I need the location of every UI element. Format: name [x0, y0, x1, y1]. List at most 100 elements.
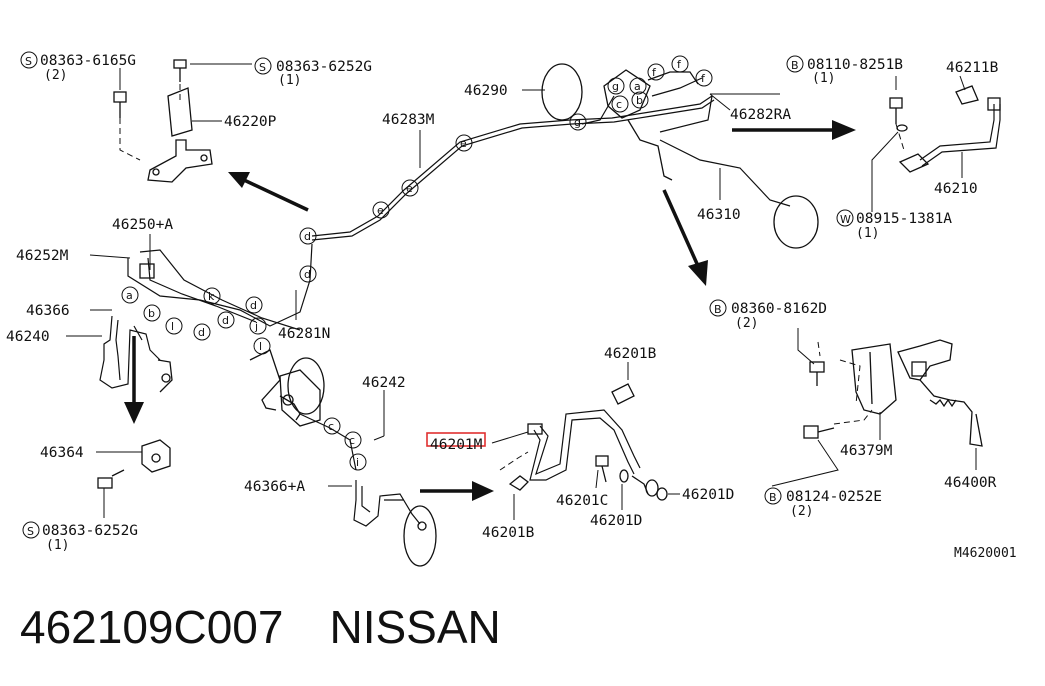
- footer-brand: NISSAN: [329, 601, 501, 653]
- label-08363-6252G-bottom: 08363-6252G: [42, 523, 138, 539]
- svg-text:c: c: [349, 434, 355, 447]
- qty-08363-6252G-bottom: (1): [46, 538, 69, 553]
- main-brake-tube: 46283M 46290 46282RA 46310: [311, 63, 819, 249]
- label-46250+A: 46250+A: [112, 217, 173, 233]
- label-08363-6165G: 08363-6165G: [40, 53, 136, 69]
- svg-text:b: b: [148, 307, 155, 320]
- brake-hose-group: 46201B 46201D 46201C 46201D 46201B 46201…: [426, 346, 734, 541]
- svg-text:i: i: [356, 456, 359, 469]
- arrow-right-bottom: [420, 481, 494, 501]
- clip-marker-g: g: [569, 113, 587, 131]
- clip-marker-c: c: [611, 95, 629, 113]
- bracket-group-top-left: S 08363-6165G (2) S 08363-6252G (1) 4622…: [20, 51, 372, 183]
- clip-marker-l: l: [165, 317, 183, 335]
- svg-text:a: a: [126, 289, 133, 302]
- label-46210: 46210: [934, 181, 978, 197]
- highlight-box: [426, 432, 486, 447]
- brake-booster-assembly: 46242: [249, 349, 406, 471]
- clip-marker-c: c: [323, 417, 341, 435]
- svg-text:S: S: [27, 525, 34, 538]
- svg-text:d: d: [250, 299, 257, 312]
- label-46201D-a: 46201D: [682, 487, 734, 503]
- label-46201B-top: 46201B: [604, 346, 657, 362]
- arrow-down-bracket: [662, 189, 708, 286]
- clip-marker-d: d: [245, 296, 263, 314]
- clip-marker-a: a: [121, 286, 139, 304]
- clip-marker-l: l: [253, 337, 271, 355]
- rear-lower-hose: 46366+A: [244, 479, 437, 567]
- label-46201C: 46201C: [556, 493, 608, 509]
- svg-text:c: c: [328, 420, 334, 433]
- clip-markers: f f f g a c b g e e e d d d k a b l d d …: [121, 55, 713, 471]
- svg-text:d: d: [198, 326, 205, 339]
- bracket-sensor-group: B 08360-8162D (2) 46379M 46400R B 08124-…: [709, 299, 997, 519]
- label-46400R: 46400R: [944, 475, 997, 491]
- label-46364: 46364: [40, 445, 84, 461]
- svg-text:d: d: [304, 230, 311, 243]
- label-08360-8162D: 08360-8162D: [731, 301, 827, 317]
- label-46366+A: 46366+A: [244, 479, 305, 495]
- clip-marker-d: d: [299, 227, 317, 245]
- qty-08360-8162D: (2): [735, 316, 758, 331]
- svg-text:B: B: [769, 491, 777, 504]
- label-46211B: 46211B: [946, 60, 999, 76]
- label-08124-0252E: 08124-0252E: [786, 489, 882, 505]
- clip-marker-f: f: [671, 55, 689, 73]
- rear-tube-bundle: 46250+A 46252M 46281N 46366 46240: [6, 217, 330, 393]
- label-46201M: 46201M: [430, 437, 483, 453]
- clip-marker-d: d: [299, 265, 317, 283]
- label-08363-6252G-top: 08363-6252G: [276, 59, 372, 75]
- arrow-down-rear: [124, 336, 144, 424]
- svg-text:k: k: [208, 290, 215, 303]
- label-46310: 46310: [697, 207, 741, 223]
- label-46240: 46240: [6, 329, 50, 345]
- clip-marker-k: k: [203, 287, 221, 305]
- clip-marker-a: a: [629, 77, 647, 95]
- clip-marker-b: b: [143, 304, 161, 322]
- svg-text:a: a: [634, 80, 641, 93]
- label-46201B-bottom: 46201B: [482, 525, 535, 541]
- svg-text:e: e: [460, 137, 467, 150]
- svg-text:B: B: [714, 303, 722, 316]
- clip-marker-j: j: [249, 317, 267, 335]
- svg-text:d: d: [222, 314, 229, 327]
- diagram-reference-code: M4620001: [954, 546, 1017, 561]
- clip-marker-i: i: [349, 453, 367, 471]
- clip-marker-b: b: [631, 91, 649, 109]
- junction-block-bottom-left: 46364 S 08363-6252G (1): [22, 439, 171, 553]
- qty-08363-6252G-top: (1): [278, 73, 301, 88]
- svg-text:c: c: [616, 98, 622, 111]
- label-46281N: 46281N: [278, 326, 330, 342]
- svg-text:e: e: [406, 182, 413, 195]
- svg-text:l: l: [259, 340, 262, 353]
- svg-text:S: S: [25, 55, 32, 68]
- svg-text:g: g: [574, 116, 581, 129]
- clip-marker-d: d: [217, 311, 235, 329]
- arrow-to-bracket: [228, 172, 309, 212]
- arrow-to-right-hose: [732, 120, 856, 140]
- qty-08363-6165G: (2): [44, 68, 67, 83]
- clip-marker-f: f: [647, 63, 665, 81]
- clip-marker-f: f: [695, 69, 713, 87]
- label-46379M: 46379M: [840, 443, 893, 459]
- front-hose-group: B 08110-8251B (1) 46211B 46210 W 08915-1…: [786, 55, 1001, 241]
- label-46366: 46366: [26, 303, 70, 319]
- svg-text:b: b: [636, 94, 643, 107]
- qty-08124-0252E: (2): [790, 504, 813, 519]
- svg-text:g: g: [612, 80, 619, 93]
- clip-marker-c: c: [344, 431, 362, 449]
- label-08110-8251B: 08110-8251B: [807, 57, 903, 73]
- label-46282RA: 46282RA: [730, 107, 791, 123]
- svg-text:f: f: [701, 72, 706, 85]
- svg-text:f: f: [677, 58, 682, 71]
- label-46201D-b: 46201D: [590, 513, 642, 529]
- clip-marker-d: d: [193, 323, 211, 341]
- label-08915-1381A: 08915-1381A: [856, 211, 952, 227]
- qty-08110-8251B: (1): [812, 71, 835, 86]
- svg-text:e: e: [377, 204, 384, 217]
- label-46220P: 46220P: [224, 114, 277, 130]
- svg-text:l: l: [171, 320, 174, 333]
- clip-marker-h: g: [607, 77, 625, 95]
